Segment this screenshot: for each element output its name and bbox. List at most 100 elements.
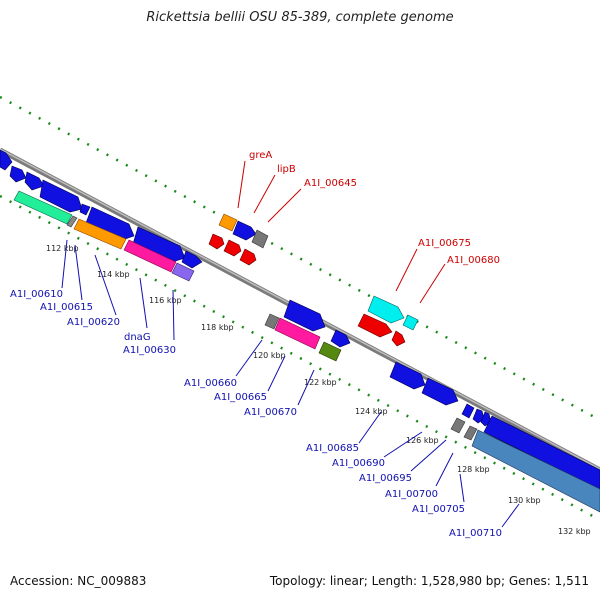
gene-feature[interactable] <box>223 239 242 257</box>
leader-line <box>358 411 382 444</box>
gene-feature[interactable] <box>421 377 459 406</box>
leader-line <box>267 355 286 392</box>
scale-labels: 112 kbp 114 kbp 116 kbp 118 kbp 120 kbp … <box>46 244 591 536</box>
gene-label[interactable]: greA <box>249 150 272 161</box>
leader-line <box>74 244 83 301</box>
gene-feature[interactable] <box>73 218 127 250</box>
gene-feature[interactable] <box>251 229 269 249</box>
gene-feature[interactable] <box>318 341 342 362</box>
gene-feature[interactable] <box>9 165 27 183</box>
scale-label: 118 kbp <box>201 323 234 332</box>
leader-line <box>172 289 175 341</box>
gene-feature[interactable] <box>0 149 13 171</box>
gene-label[interactable]: A1I_00660 <box>184 378 237 389</box>
gene-label[interactable]: dnaG <box>124 332 151 343</box>
leader-line <box>435 452 454 487</box>
gene-label[interactable]: A1I_00680 <box>447 255 500 266</box>
gene-feature[interactable] <box>123 239 177 273</box>
gene-label[interactable]: A1I_00710 <box>449 528 502 539</box>
gene-feature[interactable] <box>85 206 135 241</box>
map-title: Rickettsia bellii OSU 85-389, complete g… <box>146 10 454 25</box>
leader-line <box>139 277 148 329</box>
leader-line <box>253 174 276 214</box>
gene-feature[interactable] <box>79 203 91 216</box>
gene-label[interactable]: A1I_00670 <box>244 407 297 418</box>
gene-label[interactable]: A1I_00645 <box>304 178 357 189</box>
gene-label[interactable]: A1I_00615 <box>40 302 93 313</box>
scale-label: 130 kbp <box>508 496 541 505</box>
gene-feature[interactable] <box>357 313 393 338</box>
gene-feature[interactable] <box>181 250 203 269</box>
scale-label: 124 kbp <box>355 407 388 416</box>
gene-feature[interactable] <box>39 179 83 213</box>
gene-feature[interactable] <box>171 262 195 282</box>
scale-label: 120 kbp <box>253 351 286 360</box>
gene-label[interactable]: A1I_00690 <box>332 458 385 469</box>
gene-feature[interactable] <box>208 233 225 250</box>
forward-labels: greA lipB A1I_00645 A1I_00675 A1I_00680 <box>249 150 500 266</box>
scale-label: 114 kbp <box>97 270 130 279</box>
reverse-genes-mid <box>264 299 459 406</box>
inner-tick-row <box>0 194 600 522</box>
gene-feature[interactable] <box>66 215 78 228</box>
reverse-label-leaders <box>61 239 520 528</box>
leader-line <box>237 160 246 209</box>
leader-line <box>297 369 315 406</box>
gene-feature[interactable] <box>402 314 419 331</box>
scale-label: 122 kbp <box>304 378 337 387</box>
gene-feature[interactable] <box>391 330 406 347</box>
gene-feature[interactable] <box>232 220 257 241</box>
scale-label: 116 kbp <box>149 296 182 305</box>
gene-feature[interactable] <box>450 417 466 434</box>
gene-feature[interactable] <box>264 313 280 330</box>
leader-line <box>235 339 263 377</box>
outer-tick-row <box>0 95 600 422</box>
leader-line <box>395 248 418 292</box>
gene-label[interactable]: A1I_00700 <box>385 489 438 500</box>
gene-label[interactable]: A1I_00685 <box>306 443 359 454</box>
gene-label[interactable]: A1I_00665 <box>214 392 267 403</box>
accession-text: Accession: NC_009883 <box>10 574 147 588</box>
gene-feature[interactable] <box>13 190 73 225</box>
leader-line <box>501 503 520 528</box>
gene-feature[interactable] <box>274 317 321 350</box>
leader-line <box>61 239 68 289</box>
genome-summary: Topology: linear; Length: 1,528,980 bp; … <box>269 574 589 588</box>
gene-label[interactable]: lipB <box>277 164 296 175</box>
gene-feature[interactable] <box>463 425 478 441</box>
leader-line <box>267 188 302 223</box>
gene-label[interactable]: A1I_00620 <box>67 317 120 328</box>
leader-line <box>419 263 446 304</box>
gene-feature[interactable] <box>218 213 238 232</box>
scale-label: 128 kbp <box>457 465 490 474</box>
gene-feature[interactable] <box>461 403 475 419</box>
forward-label-leaders <box>237 160 446 304</box>
gene-feature[interactable] <box>389 361 426 390</box>
gene-feature[interactable] <box>330 329 351 348</box>
leader-line <box>459 473 465 503</box>
reverse-labels: A1I_00610 A1I_00615 A1I_00620 dnaG A1I_0… <box>10 289 502 539</box>
gene-feature[interactable] <box>367 295 405 324</box>
gene-label[interactable]: A1I_00610 <box>10 289 63 300</box>
gene-feature[interactable] <box>483 415 600 491</box>
gene-label[interactable]: A1I_00695 <box>359 473 412 484</box>
forward-genes-left <box>0 149 83 213</box>
gene-feature[interactable] <box>239 248 257 266</box>
gene-feature[interactable] <box>472 408 485 424</box>
gene-label[interactable]: A1I_00675 <box>418 238 471 249</box>
leader-line <box>94 254 117 316</box>
forward-genes-mid <box>208 213 269 266</box>
gene-feature[interactable] <box>471 429 600 513</box>
gene-feature[interactable] <box>132 226 186 263</box>
leader-line <box>410 439 447 472</box>
gene-label[interactable]: A1I_00630 <box>123 345 176 356</box>
reverse-genes-right <box>450 403 600 513</box>
leader-line <box>383 431 423 458</box>
gene-feature[interactable] <box>283 299 326 332</box>
gene-feature[interactable] <box>24 171 45 191</box>
scale-label: 112 kbp <box>46 244 79 253</box>
reverse-genes-left <box>13 190 203 282</box>
gene-label[interactable]: A1I_00705 <box>412 504 465 515</box>
forward-genes-right <box>357 295 419 347</box>
